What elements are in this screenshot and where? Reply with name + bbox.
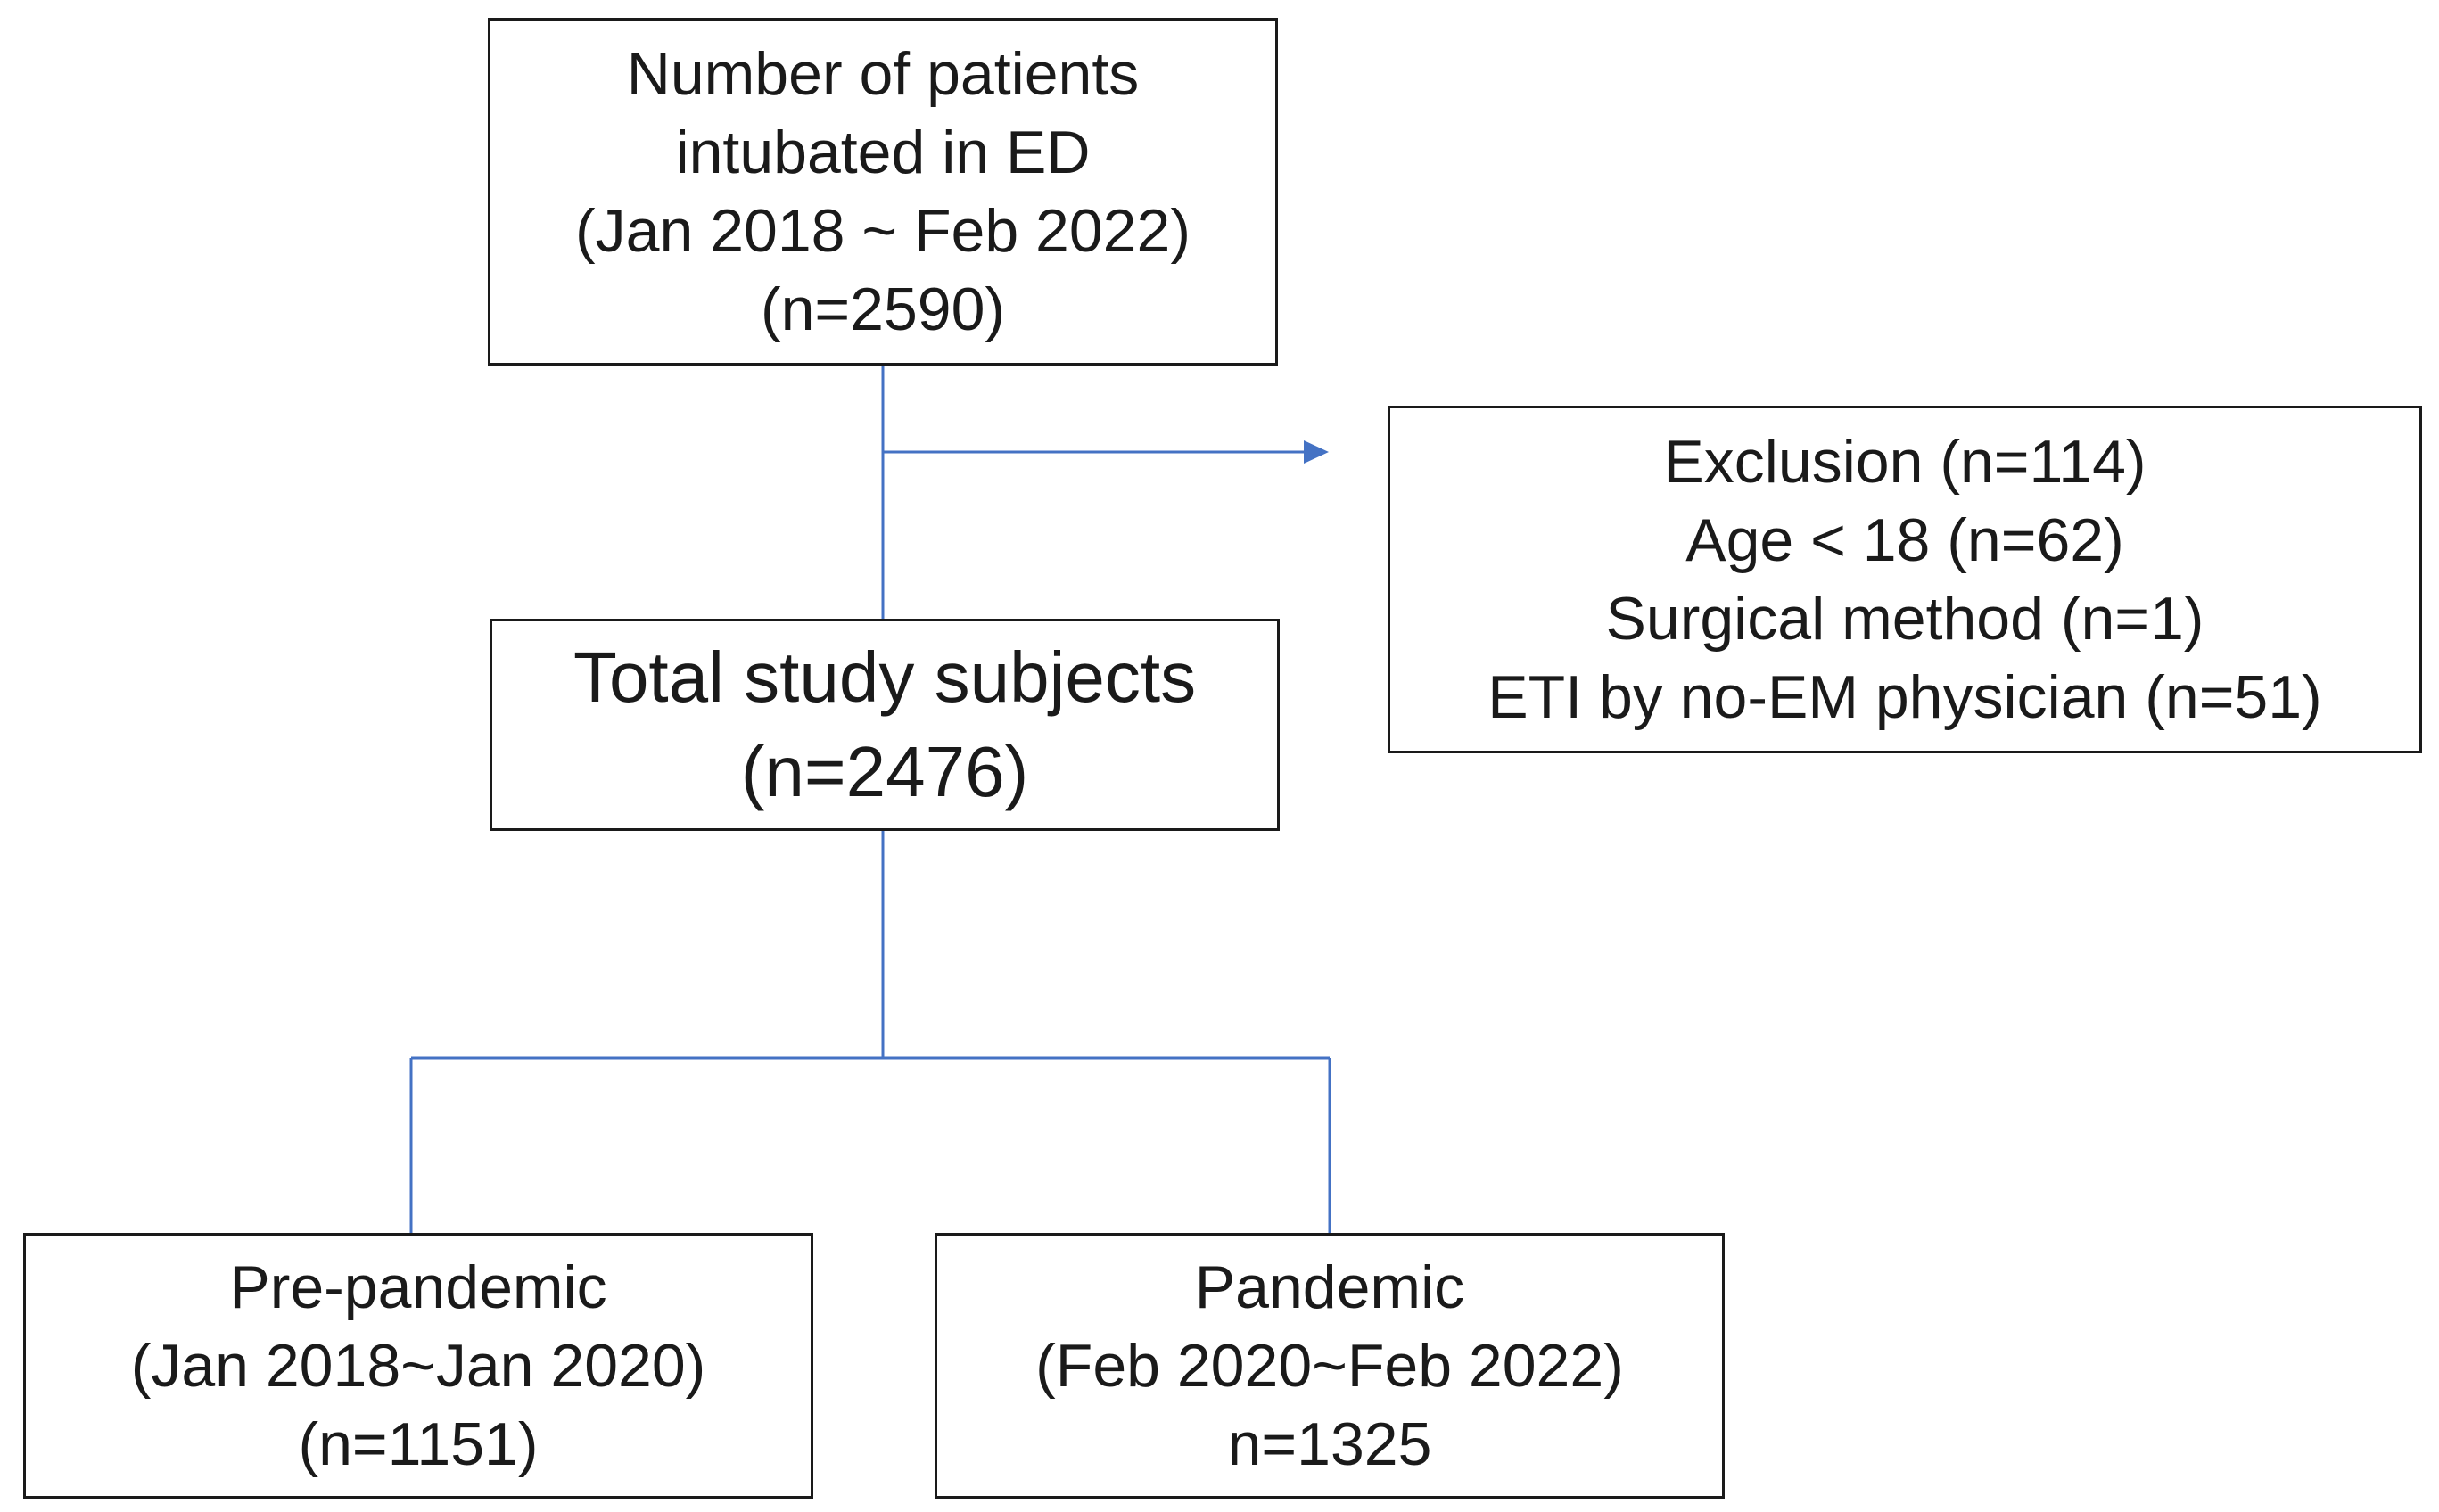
- pre-pandemic-line-3: (n=1151): [298, 1410, 539, 1478]
- box-intubated-patients: Number of patients intubated in ED (Jan …: [488, 18, 1278, 366]
- box-exclusion: Exclusion (n=114) Age < 18 (n=62) Surgic…: [1388, 406, 2422, 753]
- pandemic-line-1: Pandemic: [1194, 1253, 1465, 1321]
- intubated-line-2: intubated in ED: [675, 119, 1091, 186]
- box-pandemic: Pandemic (Feb 2020~Feb 2022) n=1325: [935, 1233, 1725, 1499]
- box-pre-pandemic: Pre-pandemic (Jan 2018~Jan 2020) (n=1151…: [23, 1233, 813, 1499]
- exclusion-arrowhead: [1304, 440, 1329, 464]
- pre-pandemic-line-1: Pre-pandemic: [229, 1253, 607, 1321]
- exclusion-line-1: Exclusion (n=114): [1663, 428, 2146, 496]
- exclusion-line-4: ETI by no-EM physician (n=51): [1487, 663, 2322, 731]
- pandemic-line-3: n=1325: [1227, 1410, 1432, 1478]
- total-line-1: Total study subjects: [573, 637, 1197, 717]
- exclusion-line-3: Surgical method (n=1): [1605, 585, 2204, 653]
- pre-pandemic-line-2: (Jan 2018~Jan 2020): [130, 1332, 706, 1400]
- exclusion-line-2: Age < 18 (n=62): [1685, 506, 2124, 574]
- intubated-line-1: Number of patients: [626, 40, 1140, 108]
- intubated-line-3: (Jan 2018 ~ Feb 2022): [575, 197, 1191, 265]
- pandemic-line-2: (Feb 2020~Feb 2022): [1035, 1332, 1624, 1400]
- intubated-line-4: (n=2590): [760, 275, 1006, 343]
- total-line-2: (n=2476): [740, 732, 1029, 811]
- box-total-study-subjects: Total study subjects (n=2476): [490, 619, 1280, 831]
